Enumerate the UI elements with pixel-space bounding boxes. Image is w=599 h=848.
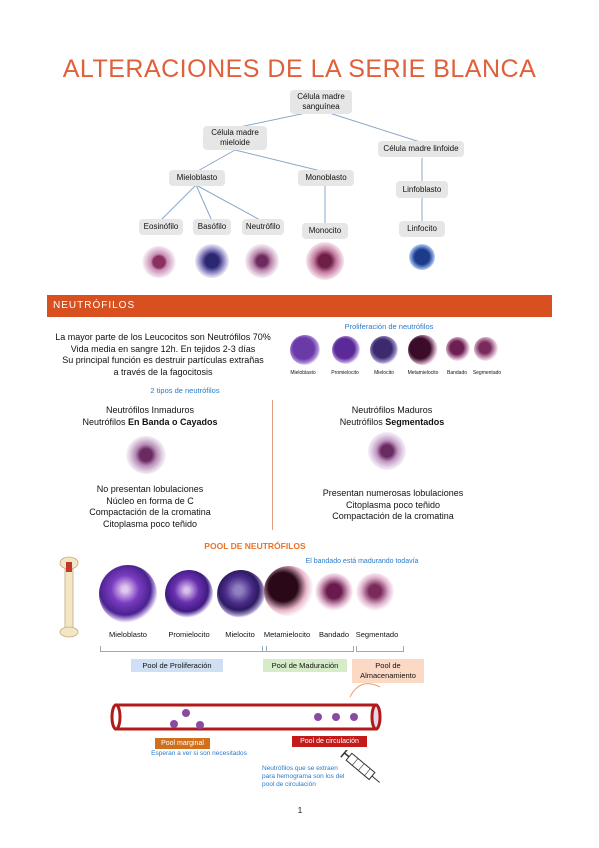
tree-node-basofilo: Basófilo xyxy=(193,219,231,235)
intro-line-1: La mayor parte de los Leucocitos son Neu… xyxy=(55,332,271,342)
pool-maduracion-box: Pool de Maduración xyxy=(263,659,347,672)
prolif-label-3: Metamielocito xyxy=(407,370,439,376)
page-title: ALTERACIONES DE LA SERIE BLANCA xyxy=(62,55,537,83)
maduros-feature-1: Presentan numerosas lobulaciones xyxy=(322,488,464,498)
extract-note-line-1: Neutrófilos que se extraen xyxy=(262,765,338,772)
pool-title: POOL DE NEUTRÓFILOS xyxy=(204,541,306,551)
inmaduros-heading: Neutrófilos Inmaduros Neutrófilos En Ban… xyxy=(60,405,240,428)
pool-bandado-image xyxy=(315,573,353,611)
inmaduro-cell-image xyxy=(126,436,166,474)
pool-metamielocito-image xyxy=(264,566,314,616)
prolif-segmentado-image xyxy=(474,337,498,361)
inmaduros-line-1: Neutrófilos Inmaduros xyxy=(105,405,195,415)
tree-node-monocito: Monocito xyxy=(302,223,348,239)
tree-node-eosinofilo: Eosinófilo xyxy=(139,219,183,235)
prolif-bandado-image xyxy=(446,337,470,361)
tree-node-linfocito: Linfocito xyxy=(399,221,445,237)
monocito-cell-image xyxy=(306,242,344,280)
tree-node-linfoblasto: Linfoblasto xyxy=(396,181,448,198)
extract-note-line-3: pool de circulación xyxy=(262,781,316,788)
intro-line-2: Vida media en sangre 12h. En tejidos 2-3… xyxy=(70,343,256,354)
neutrofilo-cell-image xyxy=(245,244,279,278)
prolif-promielocito-image xyxy=(332,336,360,364)
pool-cell-label-2: Mielocito xyxy=(225,630,255,639)
extract-note: Neutrófilos que se extraen para hemogram… xyxy=(262,765,392,789)
prolif-label-1: Promielocito xyxy=(331,370,359,376)
pool-marginal-box: Pool marginal xyxy=(155,738,210,749)
tree-node-root: Célula madre sanguínea xyxy=(290,90,352,114)
inmaduros-line-2: Neutrófilos En Banda o Cayados xyxy=(60,417,240,429)
proliferation-figure: Proliferación de neutrófilos Mieloblasto… xyxy=(284,322,501,382)
intro-line-4: a través de la fagocitosis xyxy=(113,366,213,377)
pool-mielocito-image xyxy=(217,570,265,618)
intro-text: La mayor parte de los Leucocitos son Neu… xyxy=(52,332,274,378)
tree-node-mieloide: Célula madre mieloide xyxy=(203,126,267,150)
types-divider xyxy=(272,400,273,530)
pool-almacenamiento-box: Pool de Almacenamiento xyxy=(352,659,424,683)
basofilo-cell-image xyxy=(195,244,229,278)
tree-node-neutrofilo: Neutrófilo xyxy=(242,219,284,235)
section-heading: NEUTRÓFILOS xyxy=(53,300,136,311)
inmaduros-feature-3: Compactación de la cromatina xyxy=(89,507,211,517)
prolif-mielocito-image xyxy=(370,336,398,364)
maduros-feature-2: Citoplasma poco teñido xyxy=(345,499,441,510)
maduros-features: Presentan numerosas lobulaciones Citopla… xyxy=(300,488,486,523)
pool-segmentado-image xyxy=(356,573,394,611)
maduros-line-2-text: Neutrófilos xyxy=(339,416,386,427)
maduracion-brace xyxy=(262,646,354,652)
section-header-neutrofilos: NEUTRÓFILOS xyxy=(47,295,552,317)
blood-vessel-figure xyxy=(110,683,382,731)
intro-line-3: Su principal función es destruir partícu… xyxy=(62,355,264,365)
prolif-label-4: Bandado xyxy=(446,370,468,376)
inmaduros-feature-1: No presentan lobulaciones xyxy=(96,484,204,494)
page-number: 1 xyxy=(297,806,303,815)
maduros-line-1: Neutrófilos Maduros xyxy=(351,405,433,415)
almacenamiento-brace xyxy=(356,646,404,652)
proliferation-title: Proliferación de neutrófilos xyxy=(344,322,434,331)
prolif-metamielocito-image xyxy=(408,335,438,365)
inmaduros-feature-4: Citoplasma poco teñido xyxy=(102,518,198,529)
bone-icon xyxy=(59,556,79,638)
tree-node-linfoide: Célula madre linfoide xyxy=(378,141,464,157)
prolif-mieloblasto-image xyxy=(290,335,320,365)
maduros-heading: Neutrófilos Maduros Neutrófilos Segmenta… xyxy=(302,405,482,428)
linfocito-cell-image xyxy=(409,244,435,270)
maduros-feature-3: Compactación de la cromatina xyxy=(332,511,454,521)
extract-note-line-2: para hemograma son los del xyxy=(262,773,345,780)
pool-cell-label-0: Mieloblasto xyxy=(109,630,147,639)
tree-node-monoblasto: Monoblasto xyxy=(298,170,354,186)
inmaduros-line-2-bold: En Banda o Cayados xyxy=(128,416,218,427)
marginal-note: Esperan a ver si son necesitados xyxy=(151,750,247,757)
prolif-label-0: Mieloblasto xyxy=(290,370,316,376)
pool-promielocito-image xyxy=(165,570,213,618)
pool-cell-label-5: Segmentado xyxy=(355,630,399,639)
pool-cell-label-4: Bandado xyxy=(318,630,350,639)
inmaduros-line-2-text: Neutrófilos xyxy=(82,416,128,427)
inmaduros-features: No presentan lobulaciones Núcleo en form… xyxy=(55,484,245,530)
pool-cell-label-3: Metamielocito xyxy=(263,630,311,639)
eosinofilo-cell-image xyxy=(142,246,176,278)
pool-mieloblasto-image xyxy=(99,565,157,623)
types-caption: 2 tipos de neutrófilos xyxy=(150,386,220,395)
prolif-label-2: Mielocito xyxy=(374,370,394,376)
pool-circulacion-box: Pool de circulación xyxy=(292,736,367,747)
pool-proliferacion-box: Pool de Proliferación xyxy=(131,659,223,672)
tree-node-mieloblasto: Mieloblasto xyxy=(169,170,225,186)
syringe-icon xyxy=(340,750,380,783)
inmaduros-feature-2: Núcleo en forma de C xyxy=(106,495,194,506)
proliferacion-brace xyxy=(100,646,267,652)
prolif-label-5: Segmentado xyxy=(472,370,502,376)
maduros-line-2-bold: Segmentados xyxy=(385,416,445,427)
tree-connectors xyxy=(159,109,423,225)
maduros-line-2: Neutrófilos Segmentados xyxy=(302,417,482,429)
maduro-cell-image xyxy=(368,432,406,470)
pool-note: El bandado está madurando todavía xyxy=(305,558,419,565)
pool-cell-label-1: Promielocito xyxy=(168,630,210,639)
